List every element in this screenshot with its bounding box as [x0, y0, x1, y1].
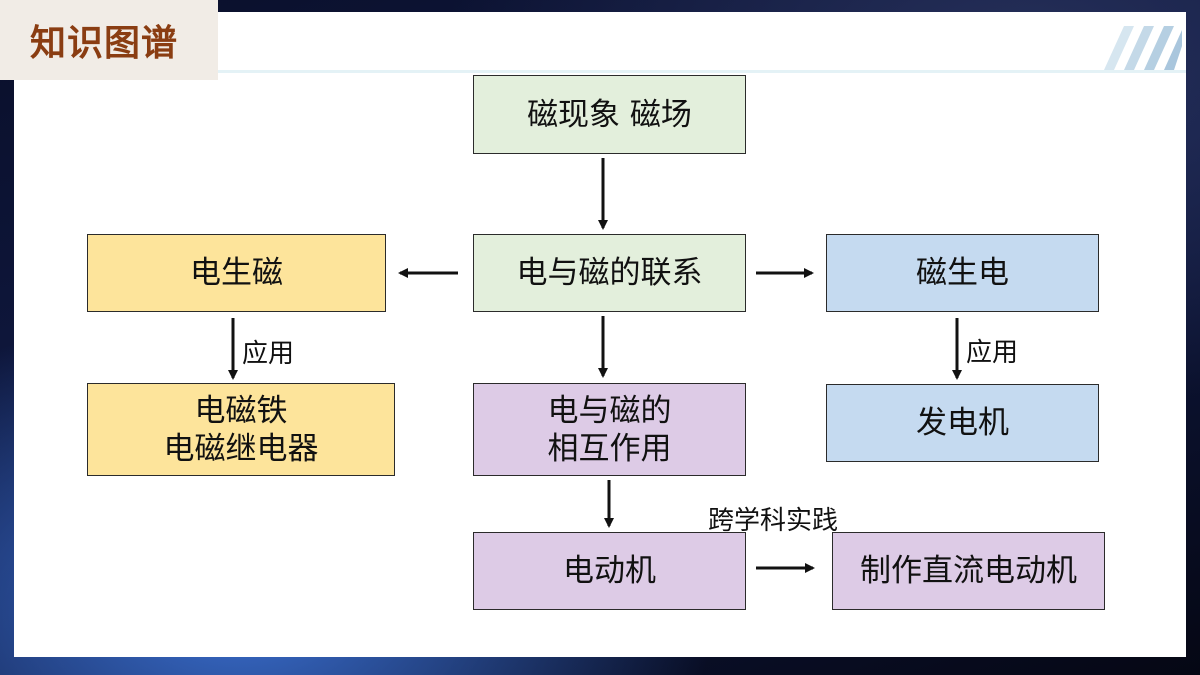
- application-label-right: 应用: [966, 338, 1019, 368]
- decorative-stripes-icon: [1104, 26, 1182, 70]
- header-divider: [218, 70, 1186, 73]
- cross-discipline-label: 跨学科实践: [708, 506, 839, 536]
- title-tab: 知识图谱: [0, 0, 218, 80]
- page-title: 知识图谱: [30, 23, 179, 64]
- node-interaction-line2: 相互作用: [547, 430, 672, 467]
- node-dc-motor: 制作直流电动机: [832, 532, 1105, 610]
- node-motor: 电动机: [473, 532, 746, 610]
- application-label-left: 应用: [242, 339, 295, 369]
- node-interaction: 电与磁的 相互作用: [473, 383, 746, 476]
- node-generator: 发电机: [826, 384, 1099, 462]
- node-elec-to-mag: 电生磁: [87, 234, 386, 312]
- node-generator-label: 发电机: [916, 405, 1009, 441]
- node-electromagnet-line1: 电磁铁: [194, 392, 288, 429]
- node-interaction-line1: 电与磁的: [547, 392, 672, 429]
- node-relation: 电与磁的联系: [473, 234, 746, 312]
- node-mag-to-elec: 磁生电: [826, 234, 1099, 312]
- node-mag-to-elec-label: 磁生电: [916, 255, 1009, 291]
- node-relation-label: 电与磁的联系: [516, 255, 703, 291]
- node-magnetism: 磁现象 磁场: [473, 75, 746, 154]
- node-electromagnet: 电磁铁 电磁继电器: [87, 383, 395, 476]
- node-magnetism-label: 磁现象 磁场: [527, 96, 692, 133]
- node-dc-motor-label: 制作直流电动机: [860, 553, 1077, 589]
- node-motor-label: 电动机: [563, 553, 656, 589]
- node-elec-to-mag-label: 电生磁: [190, 255, 283, 291]
- node-electromagnet-line2: 电磁继电器: [163, 430, 319, 467]
